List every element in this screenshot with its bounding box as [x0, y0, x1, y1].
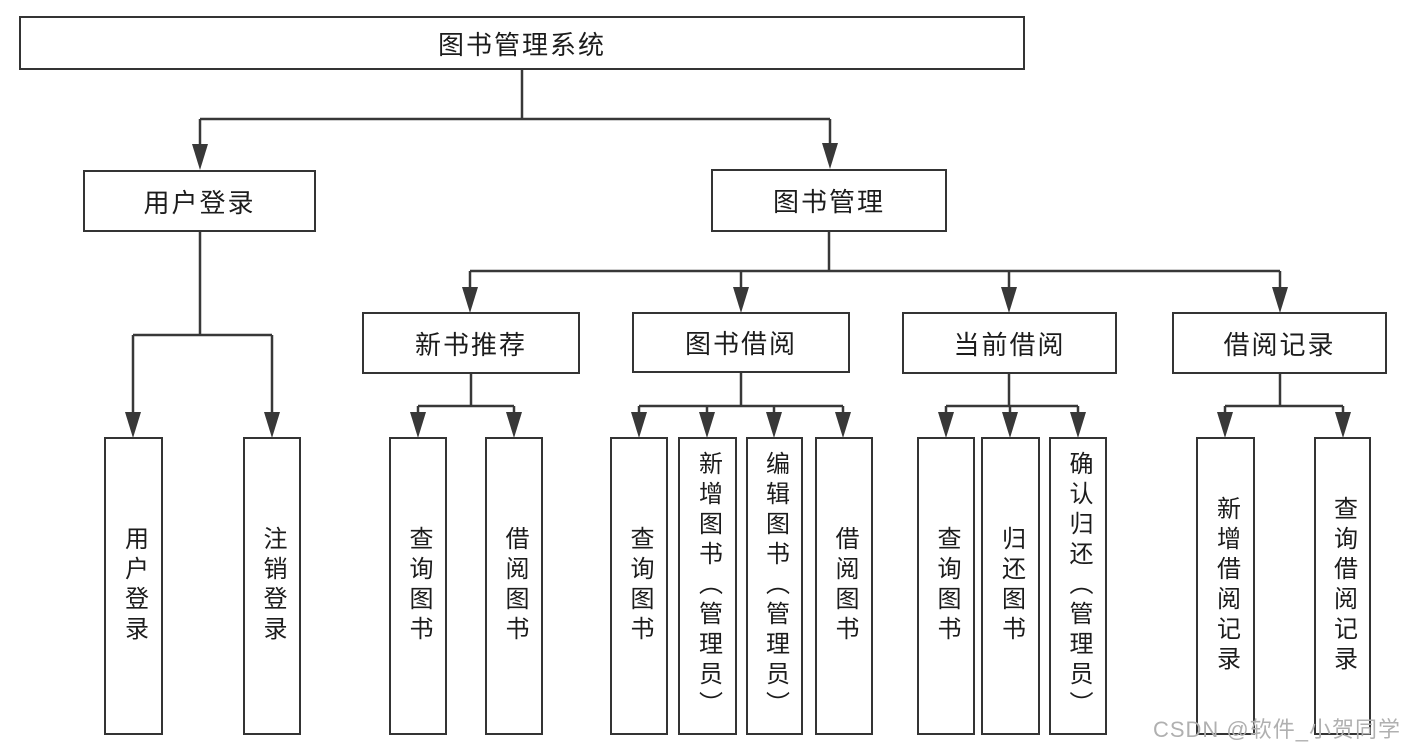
connector-borrowing-to-leaves [631, 373, 851, 438]
node-book-borrowing: 图书借阅 [632, 312, 850, 373]
connector-book-mgmt-to-level3 [462, 232, 1288, 313]
connector-user-login-to-leaves [125, 232, 280, 438]
node-library-management-system: 图书管理系统 [19, 16, 1025, 70]
csdn-watermark: CSDN @软件_小贺同学 [1152, 717, 1401, 742]
connector-records-to-leaves [1217, 374, 1351, 438]
node-user-login: 用户登录 [83, 170, 316, 232]
leaf-edit-books-admin: 编辑图书（管理员） [746, 437, 803, 735]
leaf-add-books-admin: 新增图书（管理员） [678, 437, 737, 735]
leaf-query-books: 查询图书 [389, 437, 447, 735]
node-label: 当前借阅 [953, 329, 1066, 360]
node-label: 图书管理系统 [437, 29, 606, 60]
arrowhead-icon [264, 412, 280, 438]
arrowhead-icon [631, 412, 647, 438]
leaf-borrow-books: 借阅图书 [485, 437, 543, 735]
arrowhead-icon [1217, 412, 1233, 438]
node-current-borrowing: 当前借阅 [902, 312, 1117, 374]
leaf-query-books: 查询图书 [610, 437, 668, 735]
arrowhead-icon [125, 412, 141, 438]
leaf-query-books: 查询图书 [917, 437, 975, 735]
node-label: 借阅记录 [1223, 329, 1336, 360]
arrowhead-icon [766, 412, 782, 438]
connector-root-to-level2 [192, 70, 838, 170]
arrowhead-icon [462, 287, 478, 313]
node-label: 新书推荐 [414, 329, 527, 360]
arrowhead-icon [938, 412, 954, 438]
connector-new-book-to-leaves [410, 374, 522, 438]
arrowhead-icon [1272, 287, 1288, 313]
leaf-add-borrow-record: 新增借阅记录 [1196, 437, 1255, 735]
node-new-book-recommend: 新书推荐 [362, 312, 580, 374]
arrowhead-icon [1002, 412, 1018, 438]
leaf-borrow-books: 借阅图书 [815, 437, 873, 735]
leaf-return-books: 归还图书 [981, 437, 1040, 735]
arrowhead-icon [506, 412, 522, 438]
arrowhead-icon [822, 143, 838, 169]
arrowhead-icon [835, 412, 851, 438]
node-label: 图书借阅 [684, 329, 797, 359]
node-book-management: 图书管理 [711, 169, 947, 232]
node-label: 用户登录 [143, 187, 256, 218]
node-borrow-records: 借阅记录 [1172, 312, 1387, 374]
leaf-user-login: 用户登录 [104, 437, 163, 735]
arrowhead-icon [410, 412, 426, 438]
leaf-query-borrow-record: 查询借阅记录 [1314, 437, 1371, 735]
arrowhead-icon [1001, 287, 1017, 313]
arrowhead-icon [1070, 412, 1086, 438]
node-label: 图书管理 [772, 187, 885, 217]
arrowhead-icon [699, 412, 715, 438]
leaf-confirm-return-admin: 确认归还（管理员） [1049, 437, 1107, 735]
connector-current-to-leaves [938, 374, 1086, 438]
leaf-logout: 注销登录 [243, 437, 301, 735]
arrowhead-icon [192, 144, 208, 170]
arrowhead-icon [733, 287, 749, 313]
arrowhead-icon [1335, 412, 1351, 438]
